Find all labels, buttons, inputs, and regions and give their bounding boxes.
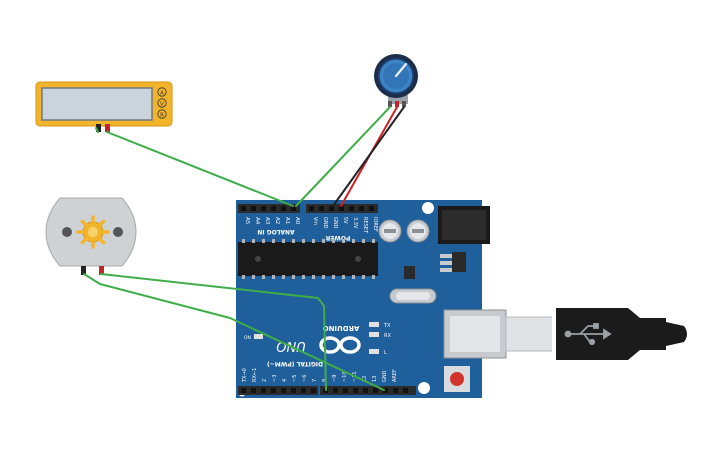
tx-led: TX: [369, 322, 391, 329]
tx-led-label: TX: [383, 323, 391, 329]
usb-symbol-icon: [564, 323, 612, 346]
multimeter-mode-v[interactable]: V: [157, 98, 167, 108]
power-pin-header[interactable]: [306, 204, 378, 213]
small-chip: [404, 266, 415, 279]
multimeter-mode-v-label: V: [160, 101, 164, 107]
pin-label-gnd-digital: GND: [382, 370, 388, 382]
multimeter-mode-a[interactable]: A: [157, 87, 167, 97]
pin-label-d2: 2: [262, 379, 268, 382]
pin-label-a3: A3: [264, 217, 270, 225]
pin-label-d7: 7: [312, 379, 318, 382]
usb-socket[interactable]: [443, 309, 507, 359]
rx-led: RX: [369, 332, 391, 339]
pin-label-d0: TX→0: [242, 368, 248, 383]
motor-mount-hole-left: [62, 227, 72, 237]
multimeter-screen: [41, 87, 153, 121]
analog-pin-labels: A5 A4 A3 A2 A1 A0: [244, 217, 300, 225]
arduino-brand-text: ARDUINO: [323, 324, 360, 332]
wire-potentiometer-to-a0[interactable]: [295, 106, 391, 207]
pin-label-d13: 13: [372, 376, 378, 382]
pin-label-d1: RX←1: [252, 368, 258, 382]
pin-label-vin: Vin: [312, 217, 318, 225]
crystal-oscillator: [389, 288, 437, 304]
wire-motor-to-digital-pin[interactable]: [100, 273, 327, 391]
motor-mount-hole-right: [113, 227, 123, 237]
wire-multimeter-to-a0[interactable]: [106, 131, 294, 207]
infinity-logo-icon: [319, 336, 361, 354]
pin-label-a0: A0: [294, 217, 300, 225]
analog-pin-header[interactable]: [238, 204, 300, 213]
wire-potentiometer-to-gnd[interactable]: [332, 106, 405, 207]
wire-multimeter-black-probe[interactable]: [95, 127, 99, 133]
potentiometer[interactable]: [374, 54, 418, 107]
arduino-uno-board[interactable]: A5 A4 A3 A2 A1 A0 ANALOG IN Vin GND GND …: [236, 200, 507, 398]
dc-motor[interactable]: [45, 197, 137, 275]
power-label: POWER: [325, 234, 350, 241]
mounting-hole: [418, 382, 430, 394]
multimeter-probe-black[interactable]: [96, 124, 101, 132]
pin-label-a1: A1: [284, 217, 290, 224]
motor-gear-icon: [76, 215, 110, 249]
pin-label-a4: A4: [254, 217, 260, 225]
potentiometer-wiper-icon: [394, 62, 408, 78]
potentiometer-pin-3[interactable]: [402, 101, 406, 107]
wires[interactable]: [83, 106, 405, 391]
pin-label-ioref: IOREF: [372, 217, 378, 232]
pin-label-3v3: 3.3V: [352, 217, 358, 229]
wire-motor-to-gnd[interactable]: [83, 273, 385, 391]
pin-label-d5: ~5: [292, 375, 298, 382]
on-led: ON: [244, 334, 263, 341]
pin-label-gnd-2: GND: [332, 217, 338, 229]
potentiometer-pin-1[interactable]: [388, 101, 392, 107]
multimeter-mode-r-label: R: [160, 112, 164, 118]
reset-button[interactable]: [444, 366, 470, 392]
microcontroller-chip: [238, 239, 378, 279]
l-led-label: L: [384, 350, 387, 356]
pin-label-d6: ~6: [302, 375, 308, 382]
power-jack[interactable]: [438, 206, 490, 244]
on-led-label: ON: [244, 335, 251, 341]
capacitor: [378, 219, 402, 243]
pin-label-d12: 12: [362, 376, 368, 382]
multimeter-mode-a-label: A: [160, 90, 164, 96]
pin-label-d4: 4: [282, 379, 288, 382]
multimeter-probe-red[interactable]: [105, 124, 110, 132]
motor-terminal-red[interactable]: [99, 266, 104, 275]
digital-pin-header-low[interactable]: [238, 386, 318, 395]
pin-label-gnd-1: GND: [322, 217, 328, 229]
multimeter-mode-r[interactable]: R: [157, 109, 167, 119]
potentiometer-pin-2[interactable]: [395, 101, 399, 107]
multimeter[interactable]: A V R: [35, 81, 173, 132]
pin-label-reset: RESET: [362, 217, 368, 234]
voltage-regulator: [440, 252, 466, 272]
pin-label-d10: ~10: [342, 371, 348, 382]
motor-terminal-black[interactable]: [81, 266, 86, 275]
pin-label-a2: A2: [274, 217, 280, 224]
analog-in-label: ANALOG IN: [257, 228, 294, 235]
pin-label-a5: A5: [244, 217, 250, 225]
pin-label-5v: 5V: [342, 217, 348, 224]
capacitor: [406, 219, 430, 243]
mounting-hole: [422, 202, 434, 214]
pin-label-d9: ~9: [332, 375, 338, 382]
digital-pwm-label: DIGITAL (PWM~): [267, 360, 323, 367]
pin-label-d3: ~3: [272, 375, 278, 382]
usb-cable[interactable]: [505, 308, 687, 360]
power-pin-labels: Vin GND GND 5V 3.3V RESET IOREF: [312, 217, 378, 234]
digital-pin-header-high[interactable]: [320, 386, 416, 395]
pin-label-aref: AREF: [392, 369, 398, 382]
l-led: L: [369, 349, 387, 356]
rx-led-label: RX: [384, 333, 391, 339]
